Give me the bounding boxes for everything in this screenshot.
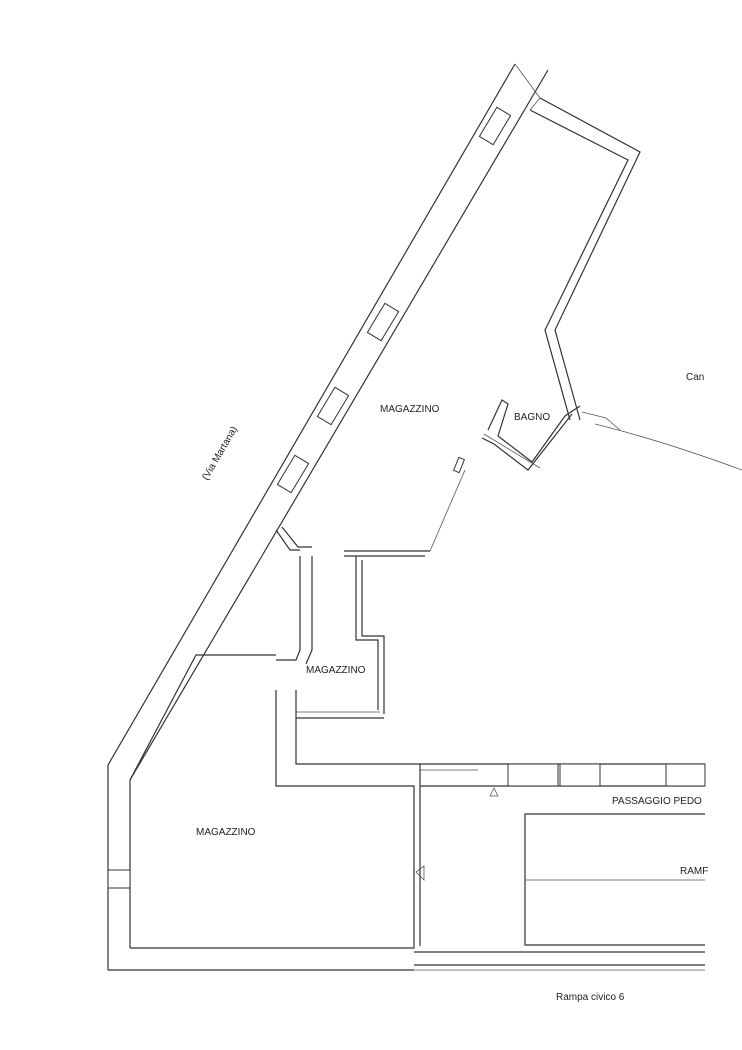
room-label-rampa-civico: Rampa civico 6 xyxy=(556,992,625,1003)
neighbour-boundary xyxy=(581,411,742,471)
street-windows xyxy=(107,106,512,889)
room-label-magazzino-top: MAGAZZINO xyxy=(380,404,440,415)
room-label-rampa: RAMF xyxy=(680,866,709,877)
warehouse-bottom xyxy=(108,654,425,971)
room-label-magazzino-middle: MAGAZZINO xyxy=(306,665,366,676)
room-label-can: Can xyxy=(686,372,705,383)
warehouse-middle xyxy=(276,556,385,719)
street-wall xyxy=(107,63,549,970)
warehouse-top xyxy=(275,63,641,557)
room-label-bagno: BAGNO xyxy=(514,412,551,423)
passage-ramp xyxy=(414,763,706,971)
room-label-magazzino-bottom: MAGAZZINO xyxy=(196,827,256,838)
bathroom xyxy=(481,399,581,471)
room-label-passaggio: PASSAGGIO PEDO xyxy=(612,796,702,807)
